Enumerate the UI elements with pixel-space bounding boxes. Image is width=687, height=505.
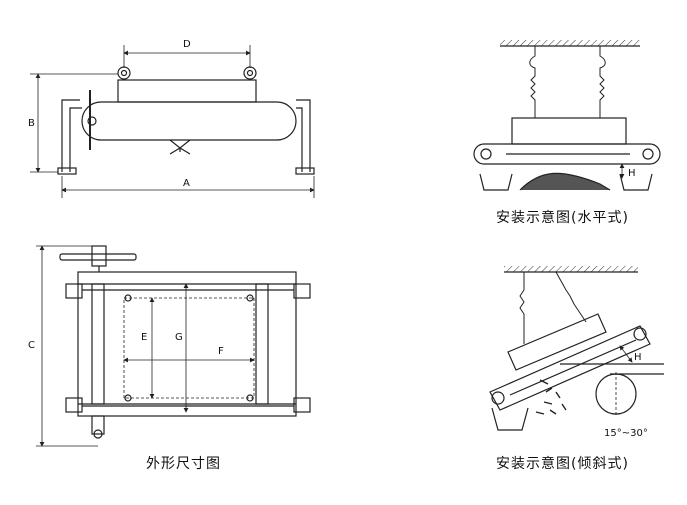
caption-horizontal: 安装示意图(水平式)	[496, 209, 629, 226]
plan-view	[36, 245, 311, 447]
inclined-install-view	[489, 266, 664, 431]
dim-label-c: C	[28, 340, 35, 351]
elevation-view	[30, 45, 315, 198]
dim-label-d: D	[183, 39, 191, 50]
dim-label-b: B	[28, 118, 35, 129]
dim-label-e: E	[141, 332, 147, 343]
dim-label-g: G	[175, 332, 183, 343]
dim-label-a: A	[183, 178, 190, 189]
dim-label-f: F	[218, 346, 224, 357]
clearance-label-h-2: H	[634, 352, 642, 363]
horizontal-install-view	[473, 40, 661, 191]
caption-outline: 外形尺寸图	[146, 456, 221, 472]
caption-inclined: 安装示意图(倾斜式)	[496, 455, 629, 472]
angle-label: 15°~30°	[604, 428, 648, 439]
clearance-label-h-1: H	[628, 168, 636, 179]
